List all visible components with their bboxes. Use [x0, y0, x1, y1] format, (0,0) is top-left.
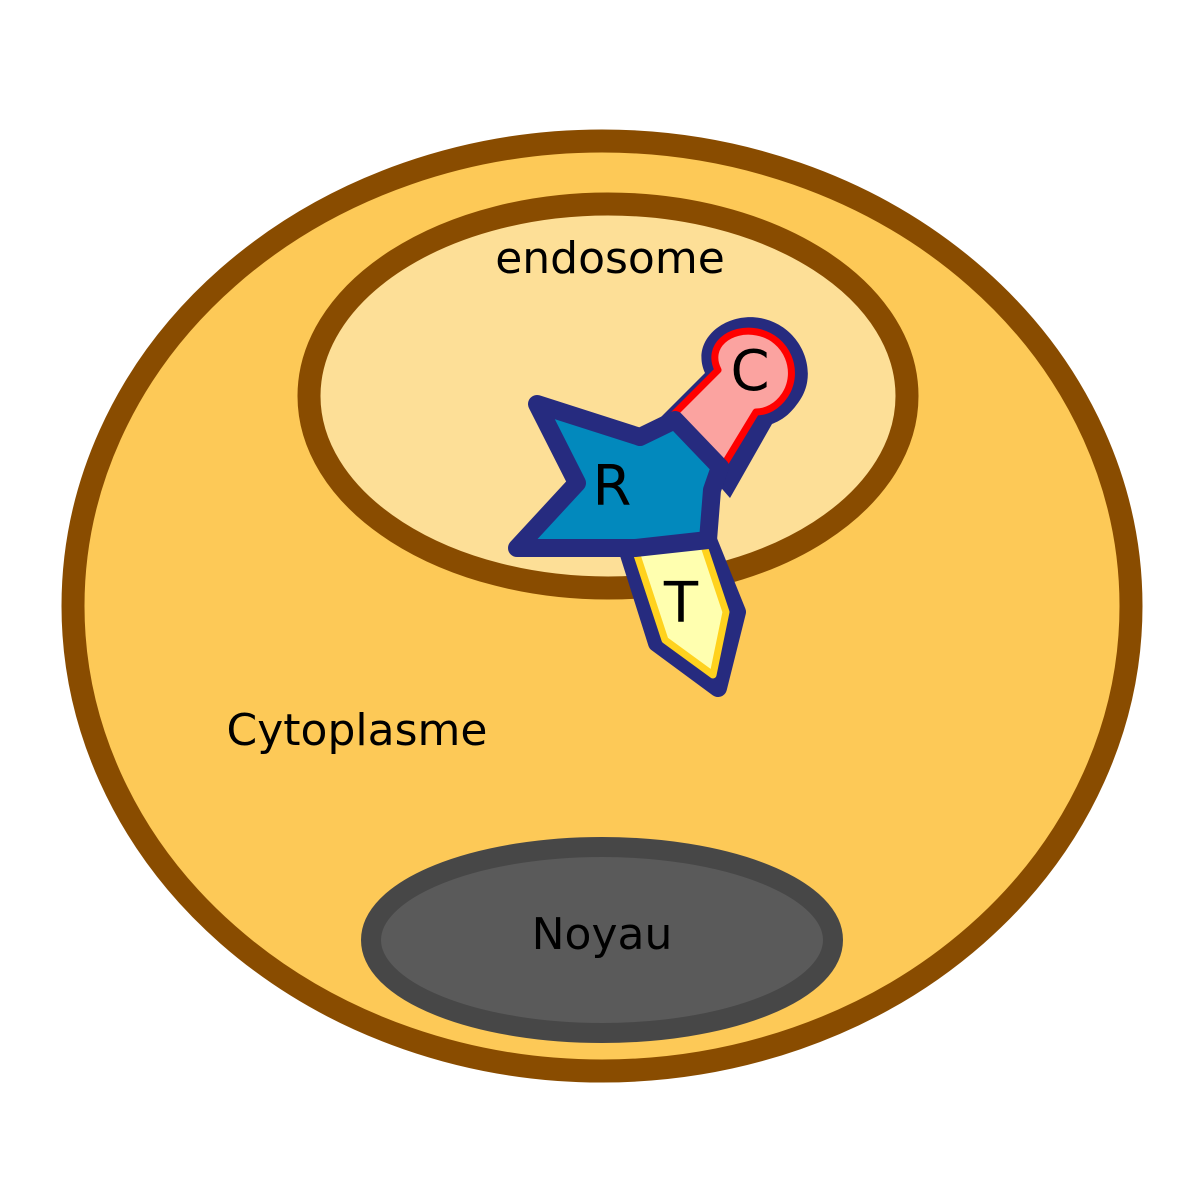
catalytic-label: C — [730, 339, 769, 404]
nucleus — [361, 837, 843, 1043]
nucleus-label: Noyau — [532, 909, 673, 960]
translocation-label: T — [663, 571, 699, 636]
receptor-binding-domain — [508, 395, 729, 557]
endosome-label: endosome — [495, 233, 725, 284]
endosome — [297, 192, 919, 600]
cytoplasm-label: Cytoplasme — [227, 705, 488, 756]
toxin: C R T — [508, 317, 808, 697]
receptor-label: R — [593, 454, 632, 519]
